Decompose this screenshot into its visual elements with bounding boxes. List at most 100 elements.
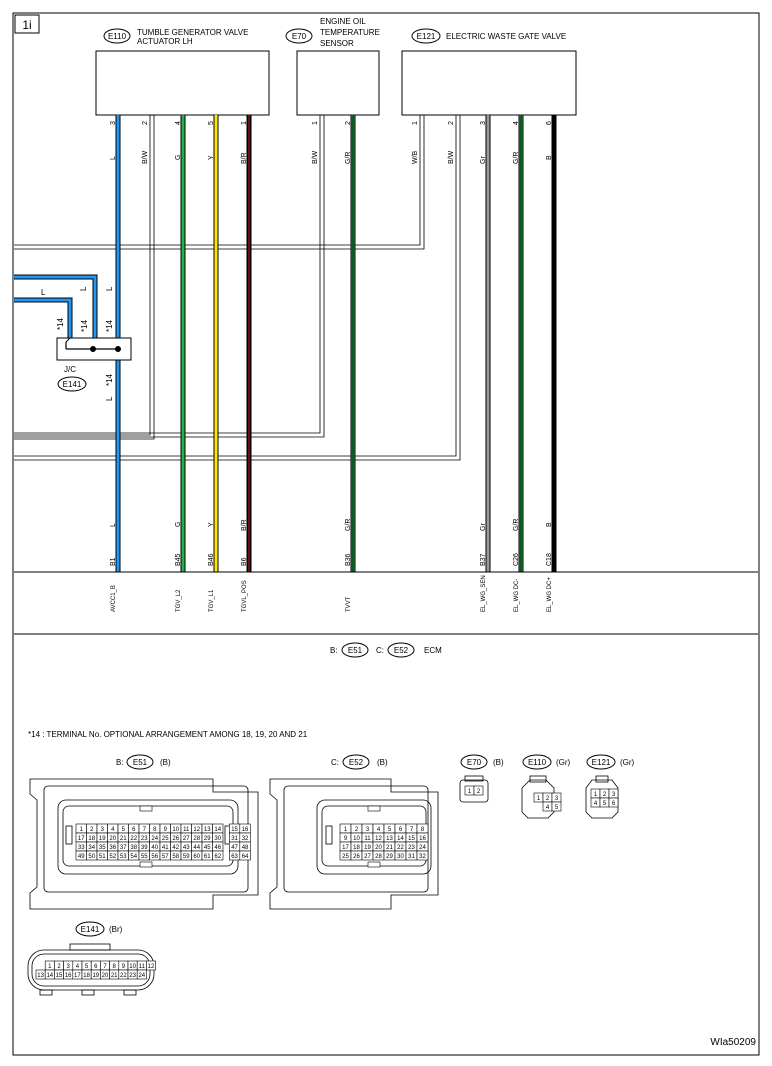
component-e70-name-line2: TEMPERATURE xyxy=(320,28,380,37)
connector-pin-number: 23 xyxy=(408,845,415,851)
connector-pin-number: 14 xyxy=(397,836,404,842)
junction-dot-1 xyxy=(90,346,96,352)
connector-pin-number: 10 xyxy=(172,827,179,833)
connector-pin-number: 28 xyxy=(375,854,382,860)
component-pin-number: 5 xyxy=(208,121,215,125)
ecm-signal-name: TGV_L2 xyxy=(176,589,182,612)
bw-harness-wire-f xyxy=(14,115,461,461)
connector-pin-cell xyxy=(146,960,156,971)
connector-pin-number: 56 xyxy=(151,854,158,860)
connector-pin-number: 9 xyxy=(122,964,126,970)
connector-pin-number: 9 xyxy=(164,827,168,833)
ecm-signal-name: EL_WG_SEN xyxy=(481,575,487,612)
ecm-wire-color-code: B/R xyxy=(241,519,248,531)
connector-pin-number: 24 xyxy=(151,836,158,842)
ecm-c-prefix: C: xyxy=(376,646,384,655)
connector-pin-number: 2 xyxy=(57,964,61,970)
conn-e70-code: E70 xyxy=(467,758,482,767)
connector-pin-number: 6 xyxy=(612,801,616,807)
jc-tag-2: L xyxy=(105,286,114,291)
connector-pin-number: 11 xyxy=(364,836,371,842)
conn-e51-oval xyxy=(126,754,154,770)
jc-tag-1: L xyxy=(79,286,88,291)
connector-pin-number: 19 xyxy=(99,836,106,842)
connector-pin-number: 7 xyxy=(143,827,147,833)
component-wire-color-code: L xyxy=(110,156,117,160)
jc-wire-inner-fill xyxy=(14,298,72,348)
component-pin-number: 4 xyxy=(175,121,182,125)
connector-pin-cell xyxy=(212,850,224,861)
connector-pin-number: 2 xyxy=(546,796,550,802)
connector-pin-number: 17 xyxy=(74,973,81,979)
component-wire-color-code: G xyxy=(175,155,182,160)
connector-pin-number: 54 xyxy=(130,854,137,860)
connector-pin-number: 17 xyxy=(342,845,349,851)
connector-pin-cell xyxy=(473,785,484,796)
conn-e141-oval xyxy=(75,921,105,937)
connector-pin-number: 10 xyxy=(353,836,360,842)
conn-e70-oval xyxy=(460,754,488,770)
connector-pin-number: 55 xyxy=(141,854,148,860)
component-e110-name-line1: TUMBLE GENERATOR VALVE xyxy=(137,28,248,37)
connector-pin-number: 25 xyxy=(162,836,169,842)
ecm-wire-color-code: L xyxy=(110,523,117,527)
connector-pin-number: 20 xyxy=(109,836,116,842)
jc-code-oval xyxy=(57,376,87,392)
connector-pin-number: 60 xyxy=(193,854,200,860)
connector-pin-number: 15 xyxy=(408,836,415,842)
ecm-signal-name: AVCC1_B xyxy=(111,585,117,612)
connector-pin-number: 1 xyxy=(594,792,598,798)
connector-pin-number: 1 xyxy=(537,796,541,802)
jc-mark-3: *14 xyxy=(105,319,114,332)
connector-pin-number: 4 xyxy=(76,964,80,970)
component-wire-color-code: B/R xyxy=(241,152,248,164)
page-frame xyxy=(12,12,760,1056)
component-e121-box xyxy=(401,50,577,116)
component-e121-name: ELECTRIC WASTE GATE VALVE xyxy=(446,32,566,41)
junction-dot-2 xyxy=(115,346,121,352)
connector-pin-number: 16 xyxy=(65,973,72,979)
jc-mark-1: *14 xyxy=(56,317,65,330)
connector-pin-number: 11 xyxy=(183,827,190,833)
component-wire-color-code: Gr xyxy=(480,156,487,164)
component-pin-number: 1 xyxy=(412,121,419,125)
component-e70-box xyxy=(296,50,380,116)
ecm-terminal: C26 xyxy=(513,553,520,566)
component-wire-color-code: B/W xyxy=(448,150,455,164)
connector-pin-cell xyxy=(239,850,251,861)
component-wire-color-code: B/W xyxy=(312,150,319,164)
conn-e141-code: E141 xyxy=(81,925,100,934)
connector-pin-number: 51 xyxy=(99,854,106,860)
conn-e121-oval xyxy=(586,754,616,770)
connector-pin-number: 28 xyxy=(193,836,200,842)
component-e121-code: E121 xyxy=(417,32,436,41)
jc-wire-label-l: L xyxy=(41,288,46,297)
connector-pin-number: 13 xyxy=(37,973,44,979)
connector-pin-number: 1 xyxy=(80,827,84,833)
ecm-wire-color-code: G/R xyxy=(513,519,520,531)
connector-pin-number: 2 xyxy=(90,827,94,833)
connector-pin-number: 17 xyxy=(78,836,85,842)
figure-code: WIa50209 xyxy=(710,1037,756,1048)
ecm-terminal: B46 xyxy=(208,553,215,566)
connector-pin-number: 22 xyxy=(120,973,127,979)
connector-pin-number: 31 xyxy=(408,854,415,860)
connector-pin-number: 6 xyxy=(132,827,136,833)
component-wire-color-code: G/R xyxy=(345,152,352,164)
ecm-name: ECM xyxy=(424,646,442,655)
ecm-terminal: C18 xyxy=(546,553,553,566)
ecm-c-oval xyxy=(387,642,415,658)
connector-pin-number: 24 xyxy=(419,845,426,851)
ecm-wire-color-code: B xyxy=(546,522,553,527)
connector-pin-number: 37 xyxy=(120,845,127,851)
connector-pin-number: 26 xyxy=(353,854,360,860)
component-wire-color-code: W/B xyxy=(412,150,419,164)
conn-e110-code: E110 xyxy=(528,758,547,767)
connector-pin-number: 5 xyxy=(85,964,89,970)
footnote: *14 : TERMINAL No. OPTIONAL ARRANGEMENT … xyxy=(28,730,308,739)
connector-pin-number: 40 xyxy=(151,845,158,851)
connector-pin-number: 27 xyxy=(183,836,190,842)
